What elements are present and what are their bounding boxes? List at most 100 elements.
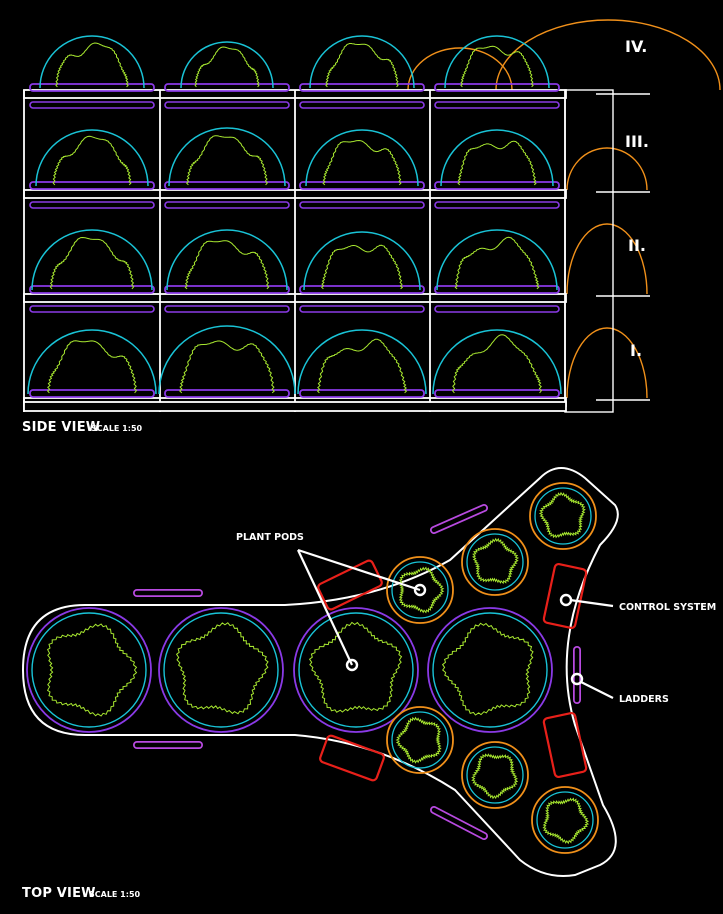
dome-outline — [297, 329, 427, 395]
large-pod-foliage — [175, 622, 269, 715]
dome-outline — [444, 35, 550, 89]
large-pod-dome — [432, 612, 548, 728]
plant-pods-leader — [297, 548, 421, 592]
side-view-drawing — [23, 19, 721, 413]
pod-tray — [164, 389, 290, 398]
small-pod-ring — [386, 706, 454, 774]
plant-pods-label: PLANT PODS — [236, 532, 304, 543]
pod-tray — [299, 83, 425, 92]
pod-tray — [434, 285, 560, 294]
foliage-outline — [320, 244, 404, 290]
back-dome-outline — [566, 327, 648, 399]
level-label-i: I. — [630, 341, 642, 360]
dome-outline — [440, 129, 554, 187]
pod-tray — [29, 83, 155, 92]
hanging-tray — [164, 305, 290, 313]
foliage-outline — [316, 338, 408, 394]
hanging-tray — [29, 101, 155, 109]
foliage-outline — [454, 236, 540, 290]
foliage-outline — [451, 334, 543, 394]
hanging-tray — [29, 305, 155, 313]
hanging-tray — [434, 201, 560, 209]
control-system-unit — [319, 734, 385, 782]
small-pod-dome — [391, 561, 449, 619]
small-pod-foliage — [538, 491, 586, 539]
pod-cells — [27, 35, 562, 398]
hanging-tray — [29, 201, 155, 209]
level-label-iv: IV. — [625, 37, 647, 56]
dome-outline — [39, 35, 145, 89]
hanging-tray — [299, 101, 425, 109]
dome-outline — [305, 129, 419, 187]
shelf-frame — [23, 89, 614, 413]
dome-outline — [158, 325, 296, 395]
small-pod-foliage — [398, 566, 445, 614]
small-pod-dome — [536, 791, 594, 849]
pod-tray — [164, 83, 290, 92]
foliage-outline — [186, 135, 268, 186]
foliage-outline — [457, 140, 537, 186]
control-system-unit — [317, 559, 383, 611]
hanging-tray — [434, 305, 560, 313]
back-dome-outline — [566, 147, 648, 191]
small-pod-ring — [529, 482, 597, 550]
dome-outline — [31, 229, 153, 291]
hanging-tray — [299, 305, 425, 313]
dome-outline — [166, 229, 288, 291]
small-pod-foliage — [395, 716, 442, 764]
small-pod-ring — [461, 741, 529, 809]
large-pod-dome — [31, 612, 147, 728]
dome-outline — [180, 41, 274, 89]
back-dome-outline — [495, 19, 721, 91]
callout-dot — [413, 583, 427, 597]
foliage-outline — [49, 236, 135, 290]
small-pod-dome — [466, 746, 524, 804]
dome-outline — [27, 329, 157, 395]
pod-tray — [434, 389, 560, 398]
foliage-outline — [55, 42, 129, 88]
foliage-outline — [194, 46, 260, 88]
top-view-caption: TOP VIEW — [22, 886, 96, 901]
small-pod-dome — [391, 711, 449, 769]
small-pod-foliage — [471, 753, 519, 800]
control-system-unit — [542, 562, 588, 630]
pod-tray — [164, 285, 290, 294]
top-view-scale: SCALE 1:50 — [89, 890, 141, 899]
small-pod-ring — [386, 556, 454, 624]
hanging-tray — [164, 101, 290, 109]
dome-outline — [432, 329, 562, 395]
level-label-iii: III. — [625, 132, 649, 151]
back-domes — [407, 19, 721, 399]
side-view-caption: SIDE VIEW — [22, 420, 100, 435]
foliage-outline — [460, 45, 534, 88]
callout-dot — [345, 658, 359, 672]
small-pod-ring — [531, 786, 599, 854]
dome-outline — [35, 129, 149, 187]
back-dome-outline — [566, 223, 648, 295]
control-system-label: CONTROL SYSTEM — [619, 602, 716, 613]
ladders-group — [133, 504, 581, 840]
level-label-ii: II. — [628, 236, 646, 255]
ladder-inner — [431, 505, 487, 533]
back-dome-outline — [407, 47, 513, 91]
foliage-outline — [184, 240, 270, 290]
hanging-tray — [164, 201, 290, 209]
small-pod-ring — [461, 528, 529, 596]
ladder-inner — [431, 807, 487, 839]
side-view-scale: SCALE 1:50 — [91, 424, 143, 433]
small-pod-foliage — [542, 797, 590, 845]
pod-tray — [299, 181, 425, 190]
pod-tray — [29, 285, 155, 294]
small-pod-dome — [534, 487, 592, 545]
foliage-outline — [322, 139, 402, 186]
small-pod-foliage — [471, 537, 519, 585]
control-system-leader — [569, 598, 614, 608]
hanging-tray — [299, 201, 425, 209]
pod-tray — [164, 181, 290, 190]
foliage-outline — [46, 340, 138, 394]
pod-tray — [299, 285, 425, 294]
dome-outline — [436, 229, 558, 291]
plant-pods-leader — [297, 549, 353, 666]
ladders-label: LADDERS — [619, 694, 669, 705]
